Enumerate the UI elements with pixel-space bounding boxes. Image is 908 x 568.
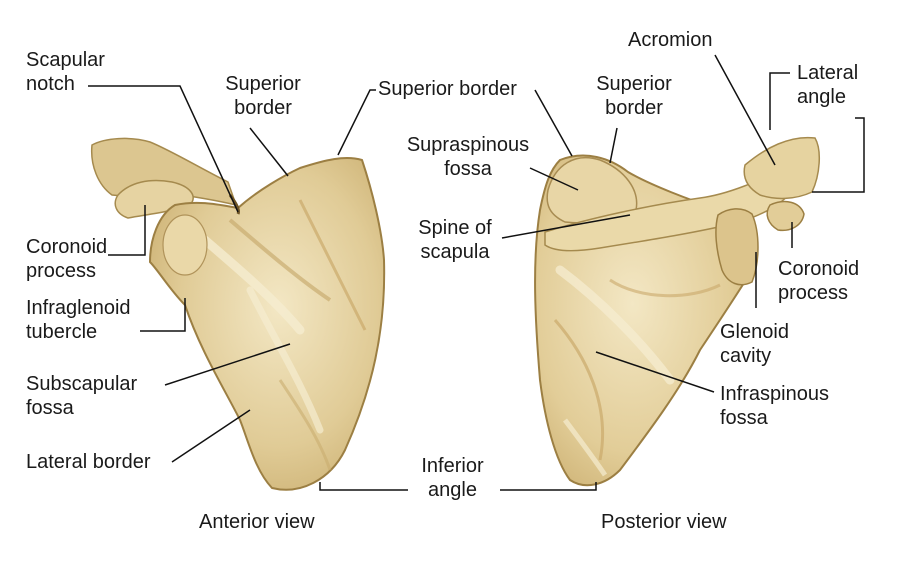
label-superior-border-anterior: Superior border	[213, 72, 313, 120]
label-infraglenoid-line2: tubercle	[26, 321, 98, 343]
label-supraspinous-fossa: Supraspinous fossa	[398, 133, 538, 181]
posterior-glenoid	[715, 208, 759, 286]
label-superior-border-top: Superior border	[378, 77, 517, 101]
leader-coronoid-anterior	[108, 205, 146, 256]
label-infraspinous-fossa: Infraspinous fossa	[720, 382, 829, 430]
label-infraglenoid-line1: Infraglenoid	[26, 297, 131, 319]
leader-lateral-angle-bracket	[812, 117, 865, 193]
label-coronoid-anterior-line1: Coronoid	[26, 236, 108, 258]
leader-lateral-border	[171, 409, 251, 463]
label-infraglenoid-tubercle: Infraglenoid tubercle	[26, 296, 131, 344]
leader-subscapular	[164, 343, 291, 386]
posterior-acromion	[743, 136, 820, 200]
leader-superior-border-posterior	[609, 127, 618, 164]
leader-acromion	[714, 54, 776, 166]
label-lateral-border-text: Lateral border	[26, 451, 151, 473]
leader-superior-border-posterior-a	[534, 89, 573, 157]
label-acromion: Acromion	[628, 28, 712, 52]
leader-inferior-angle-right	[500, 482, 597, 491]
label-inferior-angle-line2: angle	[428, 479, 477, 501]
anterior-view-title: Anterior view	[199, 510, 315, 534]
label-superior-border-posterior-line2: border	[605, 97, 663, 119]
leader-superior-border-top	[337, 89, 376, 156]
anterior-scapula	[90, 137, 386, 491]
label-spine-line2: scapula	[420, 241, 490, 263]
leader-inferior-angle-left	[319, 482, 408, 491]
label-superior-border-posterior-line1: Superior	[596, 73, 672, 95]
label-scapular-notch: Scapular notch	[26, 48, 105, 96]
label-lateral-angle-line1: Lateral	[797, 62, 859, 84]
label-superior-border-anterior-line1: Superior	[225, 73, 301, 95]
label-coronoid-posterior-line1: Coronoid	[778, 258, 860, 280]
label-infraspinous-line1: Infraspinous	[720, 383, 829, 405]
leader-lateral-angle	[769, 72, 790, 130]
leader-scapular-notch	[88, 85, 239, 213]
posterior-coronoid	[766, 200, 805, 232]
label-scapular-notch-line2: notch	[26, 73, 75, 95]
label-superior-border-anterior-line2: border	[234, 97, 292, 119]
label-inferior-angle: Inferior angle	[400, 454, 505, 502]
label-lateral-angle: Lateral angle	[797, 61, 858, 109]
leader-supraspinous	[529, 167, 579, 191]
label-spine-of-scapula: Spine of scapula	[405, 216, 505, 264]
label-lateral-angle-line2: angle	[797, 86, 846, 108]
posterior-view-title: Posterior view	[601, 510, 727, 534]
label-glenoid-cavity: Glenoid cavity	[720, 320, 789, 368]
label-superior-border-posterior: Superior border	[584, 72, 684, 120]
label-coronoid-posterior-line2: process	[778, 282, 849, 304]
label-subscapular-line1: Subscapular	[26, 373, 138, 395]
label-spine-line1: Spine of	[418, 217, 492, 239]
leader-infraglenoid	[140, 298, 186, 332]
label-glenoid-line2: cavity	[720, 345, 772, 367]
label-supraspinous-line2: fossa	[444, 158, 492, 180]
label-lateral-border: Lateral border	[26, 450, 151, 474]
label-supraspinous-line1: Supraspinous	[406, 134, 530, 156]
label-acromion-text: Acromion	[628, 29, 713, 51]
label-subscapular-fossa: Subscapular fossa	[26, 372, 137, 420]
leader-superior-border-anterior	[249, 127, 289, 177]
label-coronoid-anterior: Coronoid process	[26, 235, 107, 283]
label-subscapular-line2: fossa	[26, 397, 74, 419]
label-superior-border-top-text: Superior border	[378, 78, 517, 100]
label-coronoid-posterior: Coronoid process	[778, 257, 859, 305]
label-inferior-angle-line1: Inferior	[421, 455, 484, 477]
anterior-view-title-text: Anterior view	[199, 511, 315, 533]
leader-spine	[501, 214, 631, 239]
leader-lines	[88, 54, 865, 491]
label-coronoid-anterior-line2: process	[26, 260, 97, 282]
label-scapular-notch-line1: Scapular	[26, 49, 105, 71]
label-infraspinous-line2: fossa	[720, 407, 768, 429]
label-glenoid-line1: Glenoid	[720, 321, 789, 343]
posterior-scapula	[534, 136, 820, 487]
posterior-view-title-text: Posterior view	[601, 511, 727, 533]
leader-infraspinous	[595, 351, 715, 393]
